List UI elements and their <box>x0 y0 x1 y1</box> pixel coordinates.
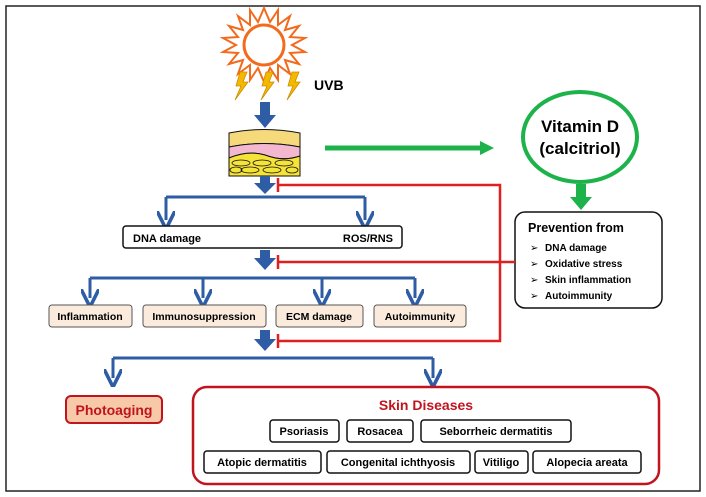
green-arrow-to-vitamin-d <box>325 141 494 155</box>
chevron-right-icon: ➢ <box>530 275 538 286</box>
prevention-item: ➢ Oxidative stress <box>530 259 623 270</box>
disease-psoriasis: Psoriasis <box>269 419 340 443</box>
svg-text:DNA damage: DNA damage <box>545 243 607 254</box>
green-arrow-to-prevention <box>570 184 592 210</box>
prevention-item: ➢ Skin inflammation <box>530 275 631 286</box>
flow-arrow-damage-effects <box>254 250 276 270</box>
disease-seborrheic-dermatitis: Seborrheic dermatitis <box>420 419 572 443</box>
svg-text:Congenital ichthyosis: Congenital ichthyosis <box>341 457 455 469</box>
svg-text:Psoriasis: Psoriasis <box>280 426 329 438</box>
chevron-right-icon: ➢ <box>530 291 538 302</box>
effect-box-autoimmunity: Autoimmunity <box>373 304 467 328</box>
svg-text:Atopic dermatitis: Atopic dermatitis <box>217 457 307 469</box>
svg-text:Alopecia areata: Alopecia areata <box>546 457 628 469</box>
svg-text:ECM damage: ECM damage <box>286 311 352 323</box>
flow-arrow-uvb-skin <box>254 102 276 128</box>
prevention-item: ➢ DNA damage <box>530 243 607 254</box>
prevention-title: Prevention from <box>528 221 624 235</box>
disease-atopic-dermatitis: Atopic dermatitis <box>203 450 322 474</box>
ros-rns-label: ROS/RNS <box>343 233 393 245</box>
effect-box-ecm-damage: ECM damage <box>275 304 364 328</box>
svg-text:Seborrheic dermatitis: Seborrheic dermatitis <box>439 426 552 438</box>
calcitriol-label: (calcitriol) <box>539 139 620 158</box>
flow-arrow-effects-outcomes <box>254 330 276 351</box>
vitamin-d-label: Vitamin D <box>541 117 619 136</box>
figure-frame <box>5 5 701 492</box>
flow-branch-1 <box>166 195 365 220</box>
skin-layers-icon <box>228 129 301 177</box>
effect-box-immunosuppression: Immunosuppression <box>142 304 267 328</box>
photoaging-label: Photoaging <box>76 402 153 418</box>
lightning-bolt-icon <box>234 71 301 101</box>
disease-rosacea: Rosacea <box>346 419 414 443</box>
svg-text:Immunosuppression: Immunosuppression <box>152 311 255 323</box>
disease-congenital-ichthyosis: Congenital ichthyosis <box>326 450 471 474</box>
disease-vitiligo: Vitiligo <box>474 450 529 474</box>
skin-diseases-title: Skin Diseases <box>379 397 473 413</box>
photoaging-box: Photoaging <box>65 395 163 424</box>
skin-diseases-box: Skin Diseases Psoriasis Rosacea Seborrhe… <box>191 385 661 486</box>
svg-text:Vitiligo: Vitiligo <box>483 457 520 469</box>
flow-branch-3 <box>113 356 433 378</box>
flow-branch-2 <box>90 276 415 298</box>
svg-text:Skin inflammation: Skin inflammation <box>545 275 631 286</box>
svg-text:Autoimmunity: Autoimmunity <box>545 291 613 302</box>
vitamin-d-node: Vitamin D (calcitriol) <box>521 90 639 184</box>
sun-icon <box>219 5 309 85</box>
chevron-right-icon: ➢ <box>530 259 538 270</box>
svg-text:Autoimmunity: Autoimmunity <box>385 311 456 323</box>
prevention-item: ➢ Autoimmunity <box>530 291 613 302</box>
damage-box: DNA damage ROS/RNS <box>122 225 403 249</box>
flow-arrow-skin-damage <box>254 176 276 194</box>
chevron-right-icon: ➢ <box>530 243 538 254</box>
disease-alopecia-areata: Alopecia areata <box>532 450 642 474</box>
prevention-box: Prevention from ➢ DNA damage ➢ Oxidative… <box>514 211 663 309</box>
svg-text:Oxidative stress: Oxidative stress <box>545 259 623 270</box>
inhibition-lines <box>276 178 515 348</box>
effect-box-inflammation: Inflammation <box>48 304 133 328</box>
svg-text:Inflammation: Inflammation <box>57 311 122 323</box>
dna-damage-label: DNA damage <box>133 233 201 245</box>
svg-text:Rosacea: Rosacea <box>357 426 403 438</box>
uvb-label: UVB <box>314 77 344 93</box>
